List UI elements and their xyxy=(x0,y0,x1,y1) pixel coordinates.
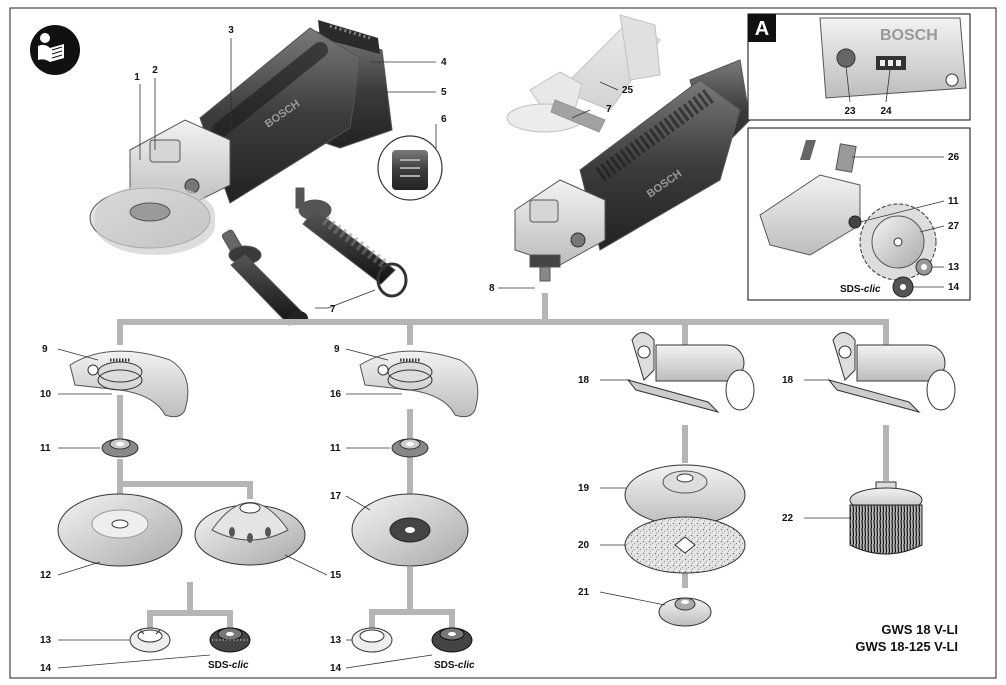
callout-25: 25 xyxy=(622,85,634,96)
callout-numbers: 1 2 3 4 5 6 7 7 8 9 9 10 11 11 11 12 13 … xyxy=(40,25,960,674)
grinding-disc xyxy=(57,493,183,567)
sds-clic-label-col2: SDS-clic xyxy=(434,660,475,671)
angle-grinder-ghost xyxy=(506,14,661,133)
callout-6: 6 xyxy=(441,114,447,125)
callout-12: 12 xyxy=(40,570,52,581)
clamping-nut-col2 xyxy=(351,627,393,653)
sanding-sheet xyxy=(624,516,746,574)
callout-9: 9 xyxy=(42,344,48,355)
callout-4: 4 xyxy=(441,57,447,68)
mounting-flange-col2 xyxy=(391,438,429,458)
callout-14-col2: 14 xyxy=(330,663,342,674)
callout-11-col2: 11 xyxy=(330,443,341,454)
callout-5: 5 xyxy=(441,87,447,98)
page-frame xyxy=(9,7,997,679)
callout-24: 24 xyxy=(880,106,892,117)
model-line-2: GWS 18-125 V-LI xyxy=(855,639,958,654)
callout-7: 7 xyxy=(330,304,336,315)
connector-lines xyxy=(117,293,889,630)
callout-13-panel: 13 xyxy=(948,262,960,273)
callout-26: 26 xyxy=(948,152,960,163)
callout-20: 20 xyxy=(578,540,590,551)
callout-10: 10 xyxy=(40,389,52,400)
callout-14: 14 xyxy=(40,663,52,674)
callout-27: 27 xyxy=(948,221,960,232)
quick-clamping-nut-col2 xyxy=(431,627,473,653)
brand-label-battery: BOSCH xyxy=(880,27,938,44)
quick-clamping-nut-col1 xyxy=(209,627,251,653)
guard-column-1 xyxy=(69,350,189,418)
read-manual-icon xyxy=(30,25,80,75)
callout-13-col2: 13 xyxy=(330,635,342,646)
cup-brush xyxy=(849,481,923,555)
callout-9-col2: 9 xyxy=(334,344,340,355)
flap-disc xyxy=(194,502,306,566)
sds-clic-label-panel: SDS-clic xyxy=(840,284,881,295)
rubber-sanding-plate xyxy=(624,464,746,526)
hand-guard-col3 xyxy=(626,332,755,413)
callout-18-col4: 18 xyxy=(782,375,794,386)
callout-11: 11 xyxy=(40,443,51,454)
cutting-disc xyxy=(351,493,469,567)
model-line-1: GWS 18 V-LI xyxy=(881,622,958,637)
mounting-flange-col1 xyxy=(101,438,139,458)
callout-2: 2 xyxy=(152,65,158,76)
callout-15: 15 xyxy=(330,570,342,581)
callout-19: 19 xyxy=(578,483,590,494)
callout-23: 23 xyxy=(844,106,856,117)
callout-13: 13 xyxy=(40,635,52,646)
callout-8: 8 xyxy=(489,283,495,294)
panel-a: A BOSCH xyxy=(747,13,971,121)
sds-clic-label-col1: SDS-clic xyxy=(208,660,249,671)
round-nut xyxy=(658,597,712,627)
callout-14-panel: 14 xyxy=(948,282,960,293)
auxiliary-handle-plain xyxy=(221,229,308,326)
leader-lines xyxy=(57,38,945,669)
callout-3: 3 xyxy=(228,25,234,36)
angle-grinder-main: BOSCH xyxy=(89,20,393,255)
panel-cutting-guard: SDS-clic xyxy=(747,127,971,301)
callout-16: 16 xyxy=(330,389,342,400)
callout-18: 18 xyxy=(578,375,590,386)
hand-guard-col4 xyxy=(827,332,956,413)
panel-a-letter: A xyxy=(755,18,769,40)
callout-22: 22 xyxy=(782,513,794,524)
callout-11-panel: 11 xyxy=(948,196,959,207)
detail-zoom-release-button xyxy=(377,135,443,201)
angle-grinder-front: BOSCH xyxy=(514,59,751,282)
guard-column-2 xyxy=(359,350,479,418)
callout-21: 21 xyxy=(578,587,590,598)
callout-1: 1 xyxy=(134,72,140,83)
callout-7-ghost: 7 xyxy=(606,104,612,115)
clamping-nut-col1 xyxy=(129,627,171,653)
callout-17: 17 xyxy=(330,491,342,502)
auxiliary-handle-vibration xyxy=(295,187,408,298)
